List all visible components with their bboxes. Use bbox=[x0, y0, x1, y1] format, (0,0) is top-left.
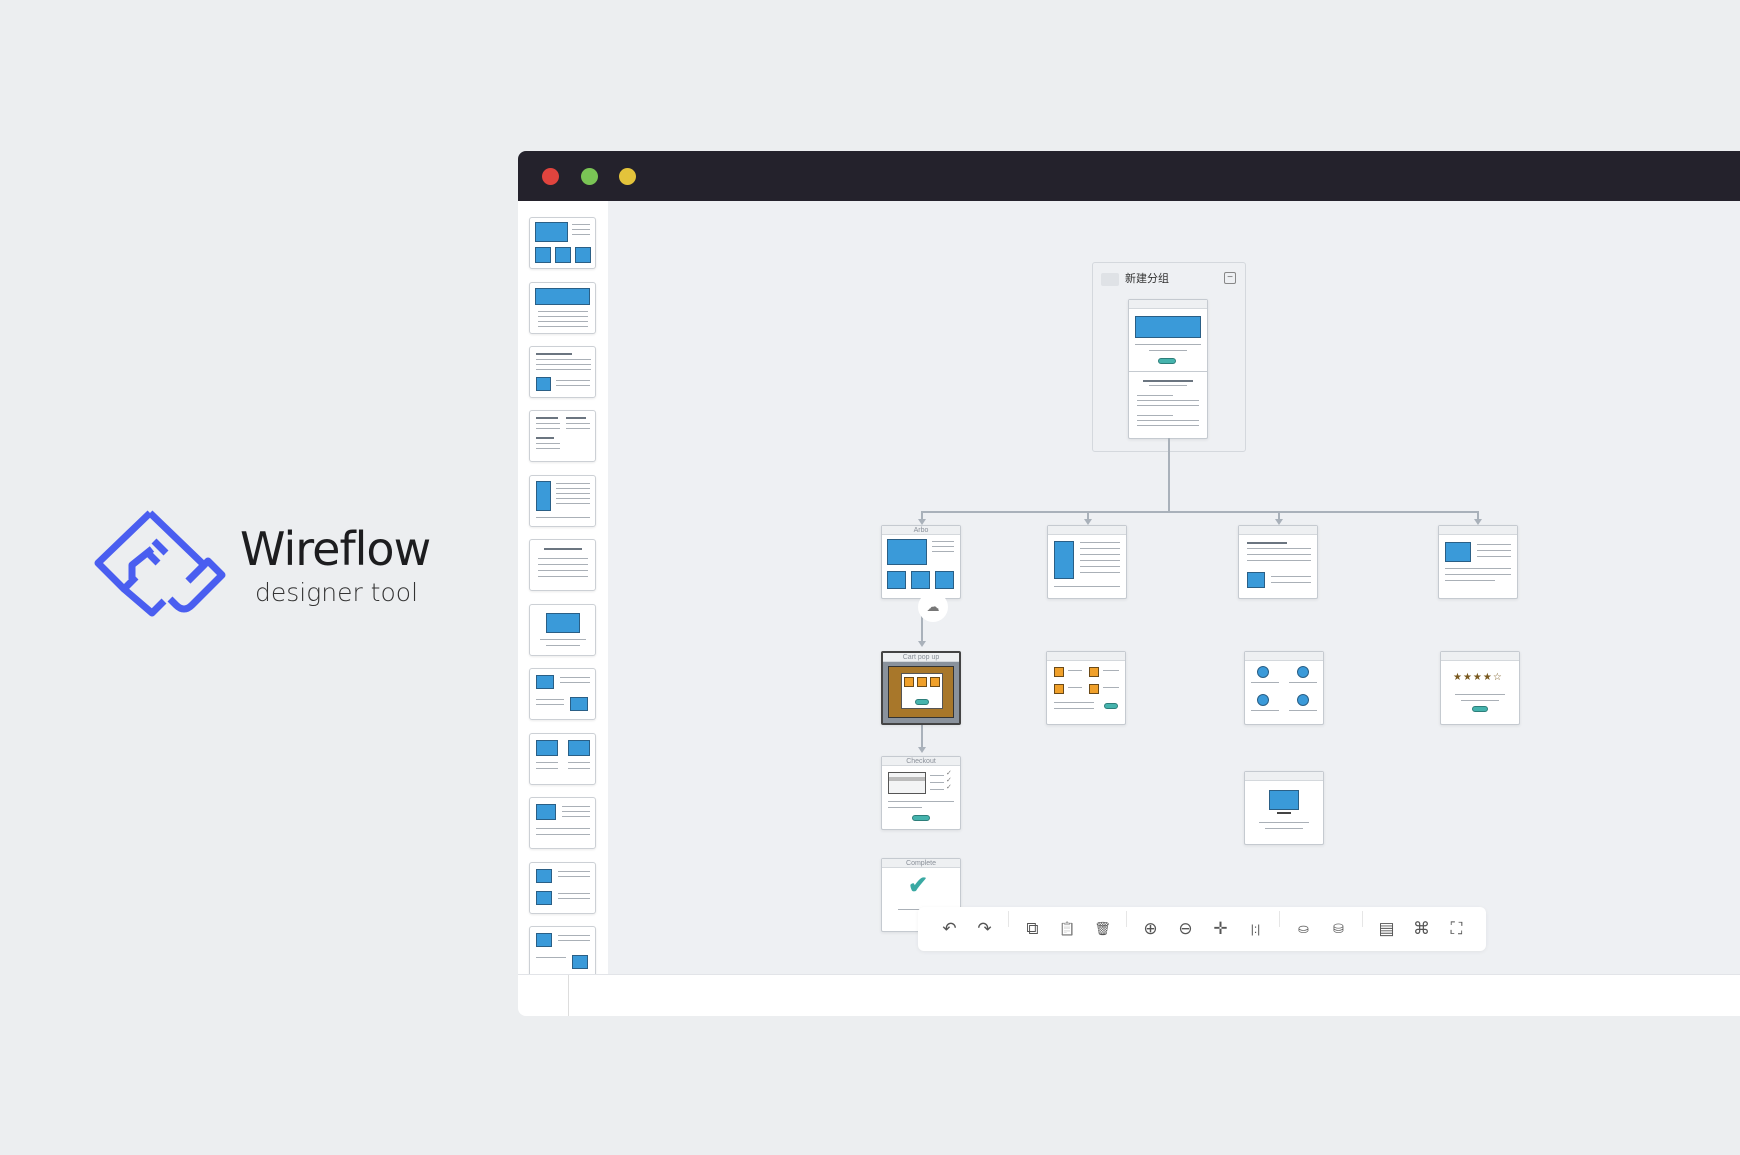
paste-button[interactable]: 📋 bbox=[1059, 921, 1076, 936]
zoom-in-button[interactable]: ⊕ bbox=[1143, 919, 1158, 938]
delete-button[interactable]: 🗑 bbox=[1094, 921, 1111, 936]
screen-card-desktop[interactable] bbox=[1244, 771, 1324, 845]
group-button[interactable]: ⛀ bbox=[1298, 921, 1309, 936]
template-thumb[interactable] bbox=[529, 282, 596, 334]
app-window: 新建分组 − Arbo ☁ Cart pop up bbox=[518, 151, 1740, 1016]
arrange-button[interactable]: ⌘ bbox=[1413, 919, 1430, 938]
undo-button[interactable]: ↶ bbox=[942, 919, 957, 938]
template-sidebar bbox=[518, 201, 608, 979]
star-rating-icon: ★★★★☆ bbox=[1453, 672, 1503, 683]
connector bbox=[1168, 438, 1170, 512]
template-thumb[interactable] bbox=[529, 604, 596, 656]
add-frame-button[interactable]: ▤ bbox=[1378, 919, 1395, 938]
screen-title: Complete bbox=[882, 859, 960, 868]
canvas-toolbar: ↶ ↷ ⧉ 📋 🗑 ⊕ ⊖ ✛ |:| ⛀ ⛁ ▤ ⌘ ⛶ bbox=[918, 907, 1486, 951]
screen-card[interactable] bbox=[1046, 651, 1126, 725]
arrow-icon bbox=[918, 747, 926, 753]
screen-card[interactable] bbox=[1244, 651, 1324, 725]
minimize-button[interactable] bbox=[581, 168, 598, 185]
arrow-icon bbox=[1084, 519, 1092, 525]
node-group[interactable]: 新建分组 − bbox=[1092, 262, 1246, 452]
template-thumb[interactable] bbox=[529, 733, 596, 785]
screen-card-checkout[interactable]: Checkout ✓ ✓ ✓ bbox=[881, 756, 961, 830]
checkmark-icon: ✔ bbox=[908, 872, 929, 899]
arrow-icon bbox=[1474, 519, 1482, 525]
screen-card[interactable] bbox=[1047, 525, 1127, 599]
screen-card[interactable] bbox=[1438, 525, 1518, 599]
connector bbox=[921, 723, 923, 749]
connector bbox=[921, 599, 923, 643]
template-thumb[interactable] bbox=[529, 475, 596, 527]
fit-screen-button[interactable]: ⛶ bbox=[1450, 919, 1463, 938]
connector bbox=[921, 511, 923, 521]
brand-tagline: designer tool bbox=[255, 578, 419, 607]
connector bbox=[1477, 511, 1479, 521]
cloud-upload-icon[interactable]: ☁ bbox=[918, 592, 948, 622]
screen-card-landing[interactable] bbox=[1128, 299, 1208, 439]
connector bbox=[921, 511, 1479, 513]
screen-title: Cart pop up bbox=[883, 653, 959, 662]
maximize-button[interactable] bbox=[619, 168, 636, 185]
close-button[interactable] bbox=[542, 168, 559, 185]
screen-title: Arbo bbox=[882, 526, 960, 535]
screen-card-cart[interactable]: Cart pop up bbox=[881, 651, 961, 725]
template-thumb[interactable] bbox=[529, 539, 596, 591]
redo-button[interactable]: ↷ bbox=[977, 919, 992, 938]
center-button[interactable]: ✛ bbox=[1213, 919, 1228, 938]
template-thumb[interactable] bbox=[529, 410, 596, 462]
screen-card[interactable] bbox=[1238, 525, 1318, 599]
connector bbox=[1278, 511, 1280, 521]
status-bar bbox=[518, 974, 1740, 1016]
zoom-out-button[interactable]: ⊖ bbox=[1178, 919, 1193, 938]
template-thumb[interactable] bbox=[529, 668, 596, 720]
screen-card-arbo[interactable]: Arbo bbox=[881, 525, 961, 599]
arrow-icon bbox=[918, 519, 926, 525]
arrow-icon bbox=[1275, 519, 1283, 525]
group-title: 新建分组 bbox=[1125, 272, 1169, 285]
template-thumb[interactable] bbox=[529, 797, 596, 849]
screen-title: Checkout bbox=[882, 757, 960, 766]
brand-name: Wireflow bbox=[240, 522, 431, 576]
template-thumb[interactable] bbox=[529, 217, 596, 269]
template-thumb[interactable] bbox=[529, 862, 596, 914]
template-thumb[interactable] bbox=[529, 926, 596, 978]
title-bar bbox=[518, 151, 1740, 201]
ungroup-button[interactable]: ⛁ bbox=[1333, 921, 1344, 936]
screen-card-rating[interactable]: ★★★★☆ bbox=[1440, 651, 1520, 725]
collapse-group-button[interactable]: − bbox=[1224, 272, 1236, 284]
copy-button[interactable]: ⧉ bbox=[1026, 919, 1039, 938]
connector bbox=[1087, 511, 1089, 521]
template-thumb[interactable] bbox=[529, 346, 596, 398]
wireflow-logo-icon bbox=[94, 510, 226, 617]
arrow-icon bbox=[918, 641, 926, 647]
group-icon bbox=[1101, 273, 1119, 286]
distribute-button[interactable]: |:| bbox=[1250, 922, 1261, 936]
